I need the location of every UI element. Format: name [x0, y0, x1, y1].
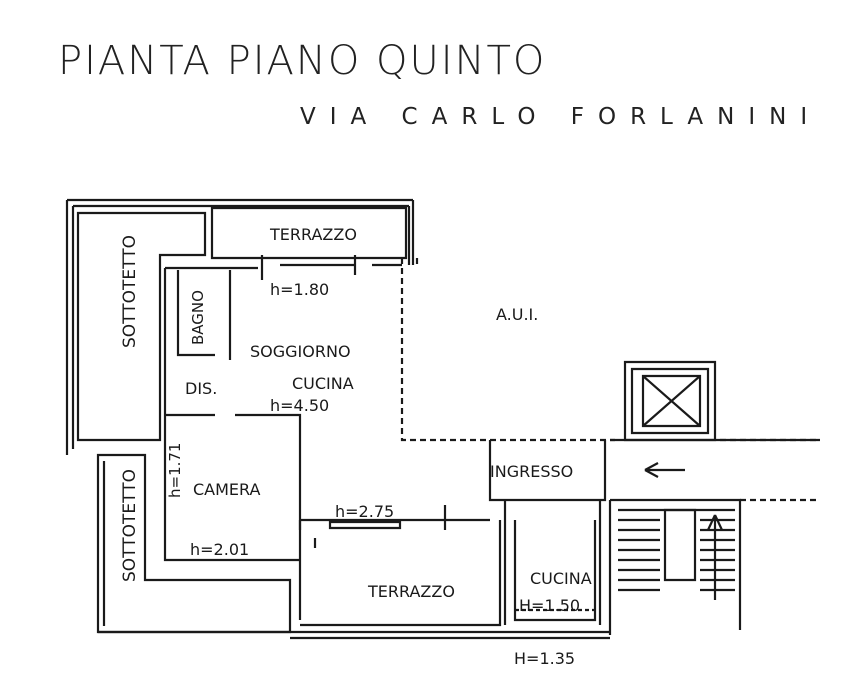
cucina-main-height: h=4.50 [270, 396, 329, 415]
terrazzo-bottom-label: TERRAZZO [367, 582, 455, 601]
top-wall [67, 198, 413, 208]
terrazzo-top-label: TERRAZZO [269, 225, 357, 244]
soggiorno-label: SOGGIORNO [250, 342, 351, 361]
terrazzo-bottom-height: h=2.75 [335, 502, 394, 521]
ingresso-box [488, 440, 607, 502]
camera-label: CAMERA [193, 480, 261, 499]
page-subtitle: VIA CARLO FORLANINI [300, 104, 822, 130]
bottom-wall [98, 630, 610, 640]
camera-height-side-label: h=1.71 [166, 443, 184, 498]
dis-label: DIS. [185, 379, 217, 398]
aui-label: A.U.I. [496, 305, 538, 324]
cucina-small-height: H=1.50 [519, 596, 580, 615]
sottotetto-bottom-label: SOTTOTETTO [120, 469, 140, 582]
terrazzo-bottom-box [298, 518, 502, 627]
cucina-main-label: CUCINA [292, 374, 354, 393]
ingresso-label: INGRESSO [490, 462, 573, 481]
terrazzo-top-height: h=1.80 [270, 280, 329, 299]
bagno-label: BAGNO [189, 290, 207, 345]
sottotetto-top-box [76, 211, 207, 442]
terrazzo-top-box [210, 206, 408, 260]
camera-bottom-height: h=2.01 [190, 540, 249, 559]
cucina-small-label: CUCINA [530, 569, 592, 588]
camera-room [163, 420, 300, 562]
page-title: PIANTA PIANO QUINTO [58, 38, 547, 84]
bottom-edge-height: H=1.35 [514, 649, 575, 668]
aui-boundary [400, 258, 615, 442]
entrance-arrow [644, 462, 685, 478]
sottotetto-top-label: SOTTOTETTO [120, 235, 140, 348]
outer-wall [65, 200, 75, 455]
